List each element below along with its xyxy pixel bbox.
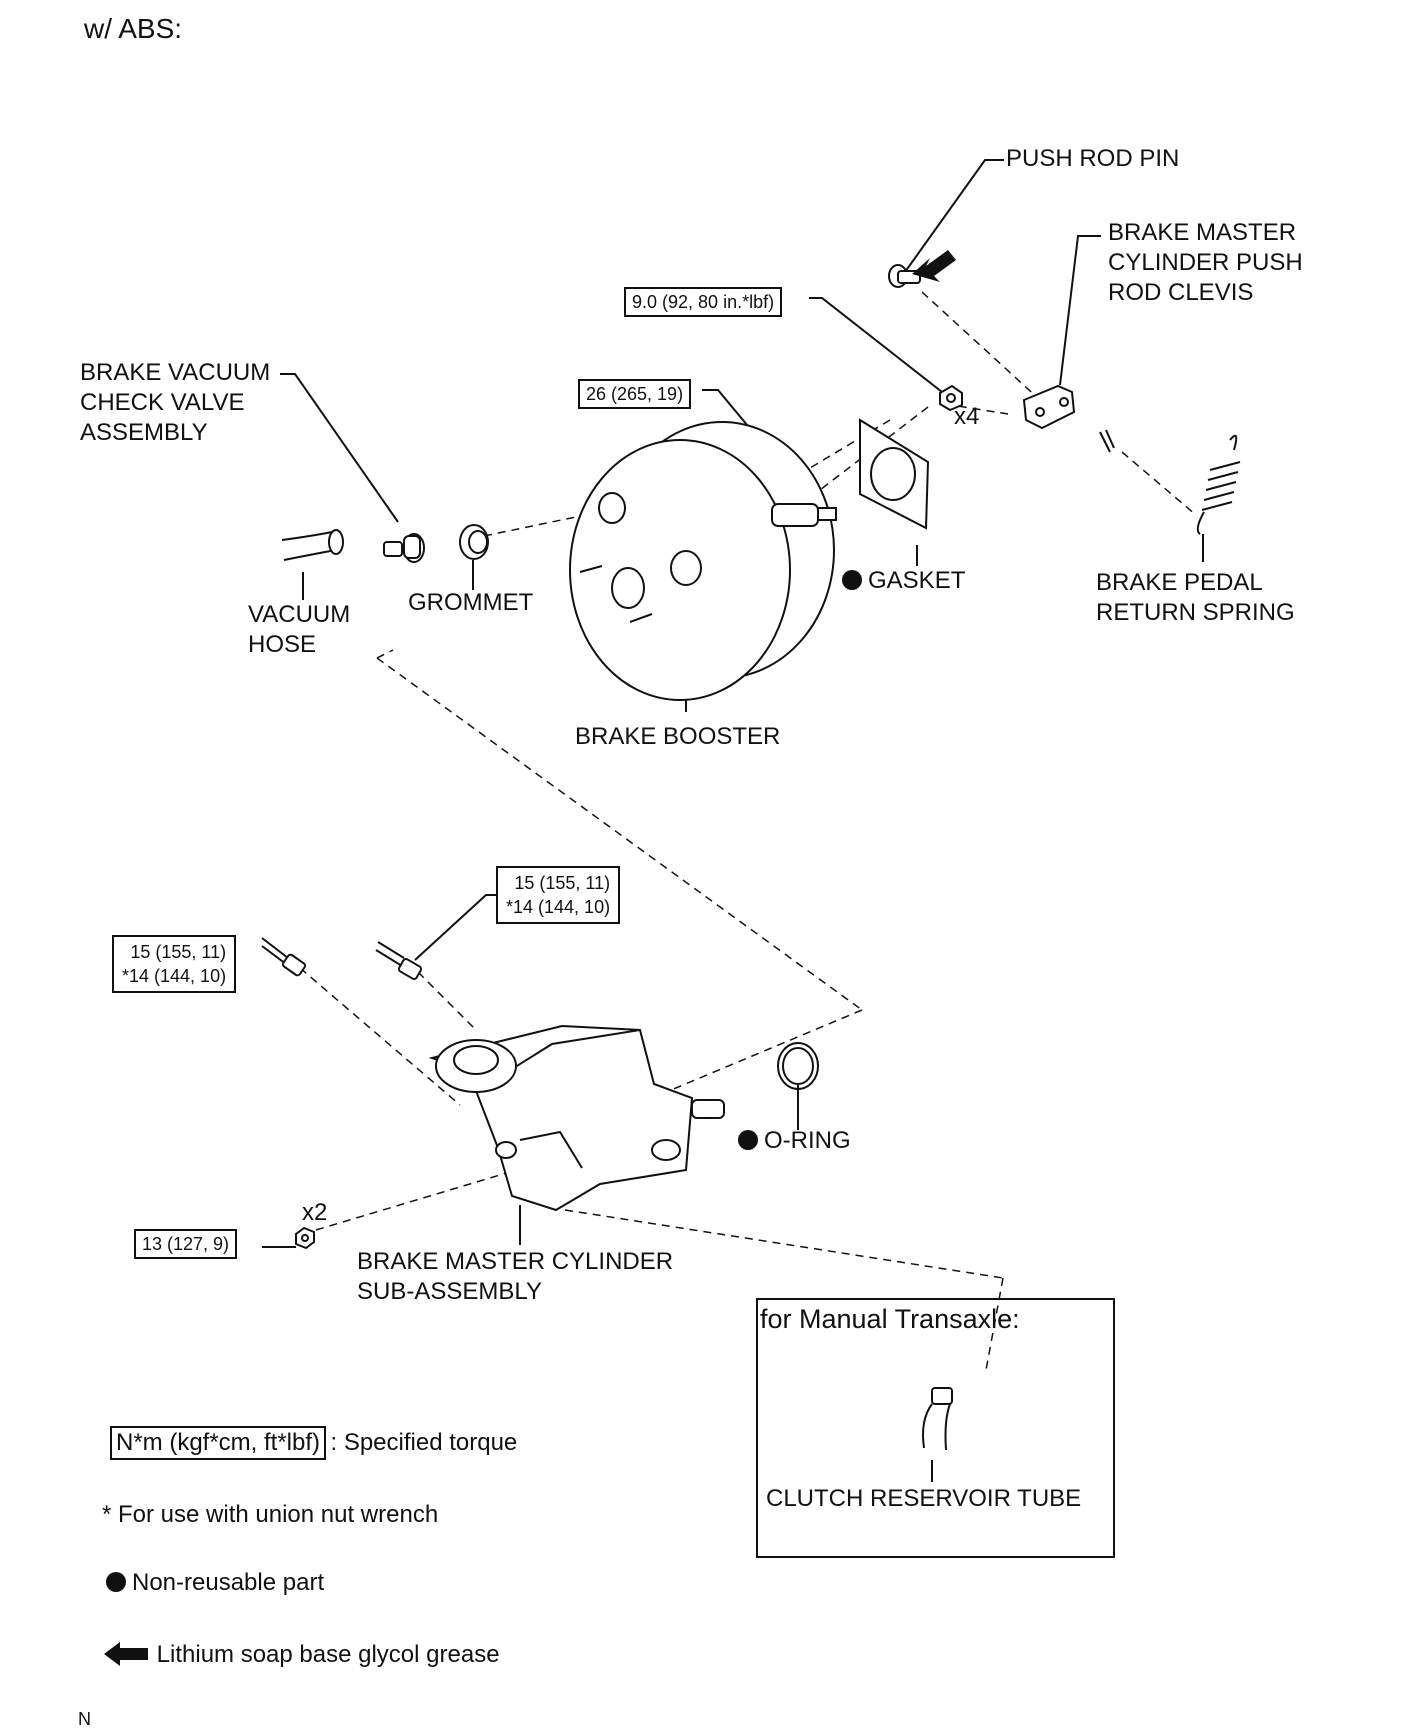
qty-x2: x2 <box>302 1199 328 1226</box>
o-ring-drawing <box>777 1042 819 1090</box>
non-reusable-dot-icon <box>842 569 862 590</box>
brake-booster-drawing <box>569 421 837 701</box>
grommet-drawing <box>459 524 489 560</box>
clutch-reservoir-tube-drawing <box>922 1387 953 1451</box>
qty-x4: x4 <box>954 403 980 430</box>
legend-torque: N*m (kgf*cm, ft*lbf) : Specified torque <box>110 1426 517 1460</box>
push-rod-pin-label: PUSH ROD PIN <box>1006 145 1180 172</box>
torque-unit-box: N*m (kgf*cm, ft*lbf) <box>110 1426 327 1460</box>
torque-booster-nut: 26 (265, 19) <box>578 379 692 409</box>
vacuum-hose-drawing <box>281 529 344 561</box>
check-valve-label: BRAKE VACUUM CHECK VALVE ASSEMBLY <box>80 359 271 446</box>
o-ring-label: O-RING <box>738 1126 851 1156</box>
clip-drawing <box>1099 429 1115 453</box>
gasket-drawing <box>859 418 930 530</box>
booster-nut-drawing <box>939 384 963 412</box>
brake-booster-label: BRAKE BOOSTER <box>575 723 781 750</box>
manual-transaxle-inset <box>756 1298 1115 1558</box>
brake-line-drawing <box>261 937 423 980</box>
push-rod-clevis-label: BRAKE MASTER CYLINDER PUSH ROD CLEVIS <box>1108 219 1303 306</box>
master-cylinder-label: BRAKE MASTER CYLINDER SUB-ASSEMBLY <box>357 1248 674 1305</box>
torque-master-cylinder-nut: 13 (127, 9) <box>134 1229 238 1259</box>
union-nut-note: * For use with union nut wrench <box>102 1501 439 1528</box>
non-reusable-legend: Non-reusable part <box>106 1568 324 1598</box>
master-cylinder-nut-drawing <box>295 1226 315 1250</box>
torque-clevis-nut: 9.0 (92, 80 in.*lbf) <box>624 287 783 317</box>
gasket-label: GASKET <box>842 566 965 596</box>
check-valve-drawing <box>383 533 425 563</box>
variant-title: w/ ABS: <box>84 13 183 44</box>
push-rod-clevis-drawing <box>1022 384 1076 430</box>
clutch-reservoir-tube-label: CLUTCH RESERVOIR TUBE <box>766 1485 1082 1512</box>
grease-arrow-mark <box>912 250 956 282</box>
torque-brake-line-left: 15 (155, 11) *14 (144, 10) <box>112 935 237 993</box>
non-reusable-dot-icon <box>106 1571 126 1592</box>
push-rod-pin-drawing <box>888 264 921 288</box>
non-reusable-dot-icon <box>738 1129 758 1150</box>
grease-legend: Lithium soap base glycol grease <box>102 1640 500 1670</box>
torque-brake-line-right: 15 (155, 11) *14 (144, 10) <box>496 866 621 924</box>
inset-title: for Manual Transaxle: <box>760 1304 1020 1334</box>
return-spring-drawing <box>1196 434 1241 535</box>
master-cylinder-drawing <box>428 1024 725 1212</box>
grease-arrow-icon <box>104 1641 148 1666</box>
return-spring-label: BRAKE PEDAL RETURN SPRING <box>1096 569 1295 626</box>
vacuum-hose-label: VACUUM HOSE <box>248 601 351 658</box>
footer-code: N <box>78 1709 91 1729</box>
torque-legend-text: : Specified torque <box>330 1429 518 1456</box>
grommet-label: GROMMET <box>408 589 534 616</box>
